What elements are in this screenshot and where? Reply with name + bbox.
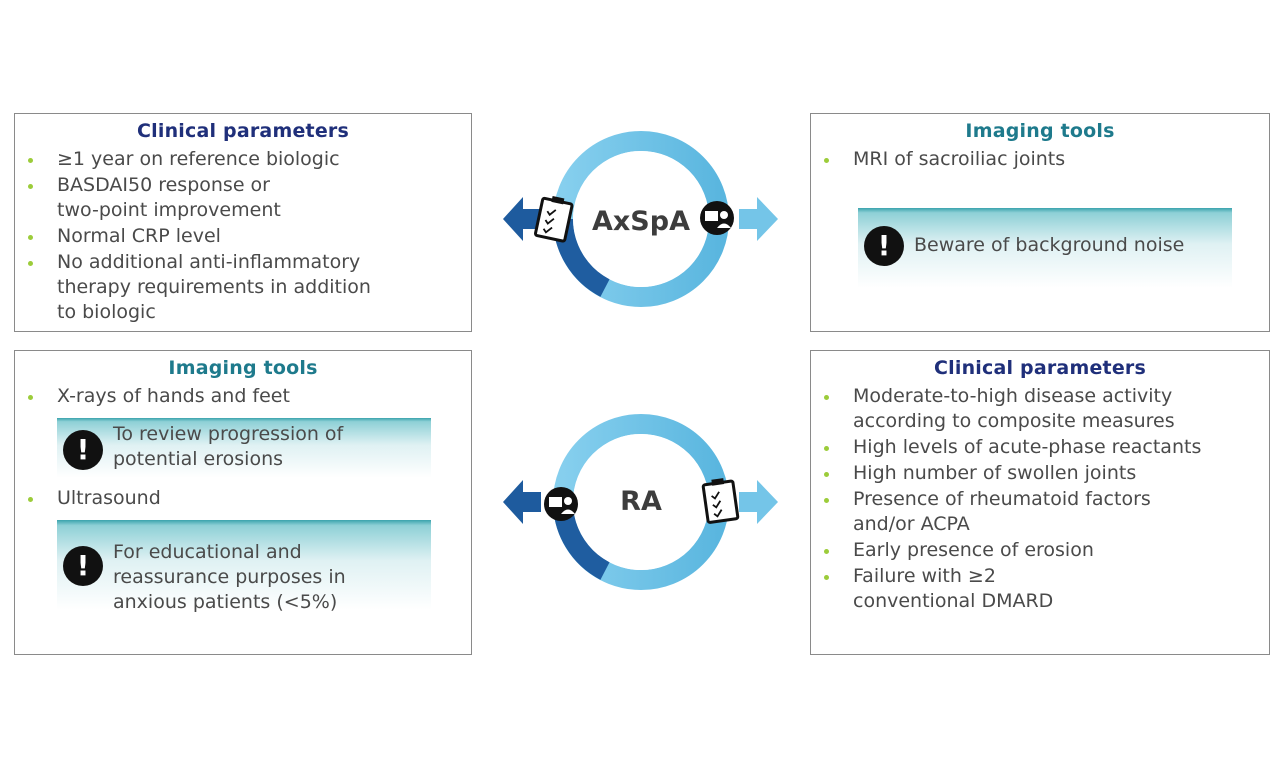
axspa-imaging-title: Imaging tools <box>965 120 1115 142</box>
clipboard-icon <box>533 195 574 243</box>
ra-imaging-note-1-text: To review progression of potential erosi… <box>113 423 344 470</box>
list-item: ≥1 year on reference biologic <box>15 147 371 172</box>
ra-clinical-list: Moderate-to-high disease activity accord… <box>811 384 1201 615</box>
list-item: BASDAI50 response or two-point improveme… <box>15 173 371 223</box>
ra-imaging-note-2: ! For educational and reassurance purpos… <box>57 520 431 613</box>
list-item: High number of swollen joints <box>811 461 1201 486</box>
list-item: Early presence of erosion <box>811 538 1201 563</box>
axspa-clinical-title: Clinical parameters <box>137 120 349 142</box>
axspa-label: AxSpA <box>592 206 690 237</box>
ra-label: RA <box>620 486 662 517</box>
doctor-monitor-icon <box>700 201 734 235</box>
axspa-imaging-tools-box: Imaging tools MRI of sacroiliac joints !… <box>810 113 1270 332</box>
ra-imaging-tools-box: Imaging tools X-rays of hands and feet !… <box>14 350 472 655</box>
list-item: Moderate-to-high disease activity accord… <box>811 384 1201 434</box>
ra-cycle-diagram <box>503 414 778 590</box>
list-item: Presence of rheumatoid factors and/or AC… <box>811 487 1201 537</box>
ra-imaging-list-2: Ultrasound <box>15 486 161 512</box>
ra-imaging-note-2-text: For educational and reassurance purposes… <box>113 541 346 613</box>
axspa-imaging-note-text: Beware of background noise <box>914 234 1185 256</box>
ra-clinical-parameters-box: Clinical parameters Moderate-to-high dis… <box>810 350 1270 655</box>
list-item: Ultrasound <box>15 486 161 511</box>
ra-imaging-note-1: ! To review progression of potential ero… <box>57 418 431 478</box>
doctor-monitor-icon <box>544 487 578 521</box>
exclamation-icon: ! <box>63 546 103 586</box>
right-arrow-icon <box>739 197 778 241</box>
ra-clinical-title: Clinical parameters <box>934 357 1146 379</box>
right-arrow-icon <box>739 480 778 524</box>
ra-imaging-title: Imaging tools <box>168 357 318 379</box>
list-item: Normal CRP level <box>15 224 371 249</box>
axspa-imaging-list: MRI of sacroiliac joints <box>811 147 1065 173</box>
exclamation-icon: ! <box>63 430 103 470</box>
list-item: No additional anti-inflammatory therapy … <box>15 250 371 325</box>
list-item: Failure with ≥2 conventional DMARD <box>811 564 1201 614</box>
axspa-clinical-list: ≥1 year on reference biologic BASDAI50 r… <box>15 147 371 326</box>
list-item: MRI of sacroiliac joints <box>811 147 1065 172</box>
axspa-clinical-parameters-box: Clinical parameters ≥1 year on reference… <box>14 113 472 332</box>
axspa-imaging-note: ! Beware of background noise <box>858 208 1232 288</box>
left-arrow-icon <box>503 197 541 241</box>
exclamation-icon: ! <box>864 226 904 266</box>
left-arrow-icon <box>503 480 541 524</box>
ra-imaging-list-1: X-rays of hands and feet <box>15 384 290 410</box>
list-item: X-rays of hands and feet <box>15 384 290 409</box>
axspa-cycle-diagram <box>503 131 778 307</box>
list-item: High levels of acute-phase reactants <box>811 435 1201 460</box>
clipboard-icon <box>701 478 740 524</box>
